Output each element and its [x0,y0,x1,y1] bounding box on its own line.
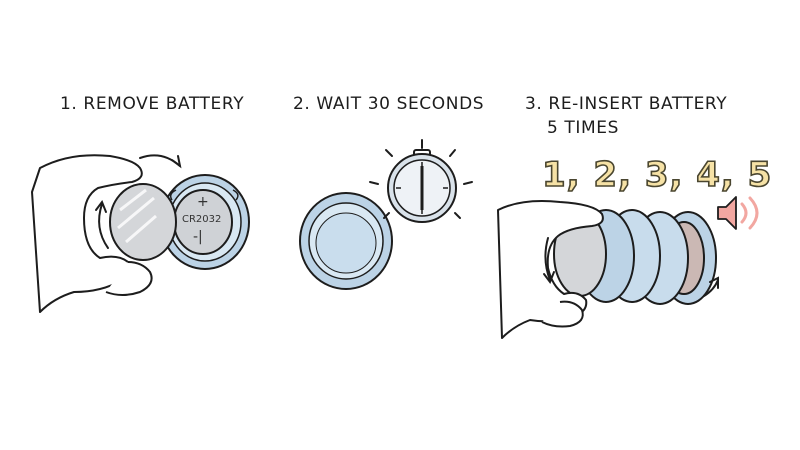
stopwatch-icon [369,139,473,223]
hand-icon [31,154,153,313]
hand-icon [497,200,604,339]
step1-illustration: + CR2032 -| [31,154,250,313]
speaker-icon [717,196,759,230]
battery-model-label: CR2032 [182,214,221,225]
insert-count-text: 1, 2, 3, 4, 5 [542,155,772,195]
step3-illustration: 1, 2, 3, 4, 5 [497,154,772,339]
curved-arrow-icon [95,154,182,249]
battery-plus-label: + [197,194,209,210]
step2-illustration [299,139,473,290]
step1-title: 1. REMOVE BATTERY [60,94,245,114]
step3-title-line1: 3. RE-INSERT BATTERY [525,94,728,114]
battery-minus-label: -| [193,229,203,245]
coin-battery-icon: + CR2032 -| [173,189,233,255]
step2-title: 2. WAIT 30 SECONDS [293,94,485,114]
removed-battery-icon [109,183,177,261]
battery-cover-sequence [553,209,717,305]
curved-arrow-icon [543,237,719,297]
battery-cover-icon [299,192,393,290]
step3-title-line2: 5 TIMES [547,118,620,138]
